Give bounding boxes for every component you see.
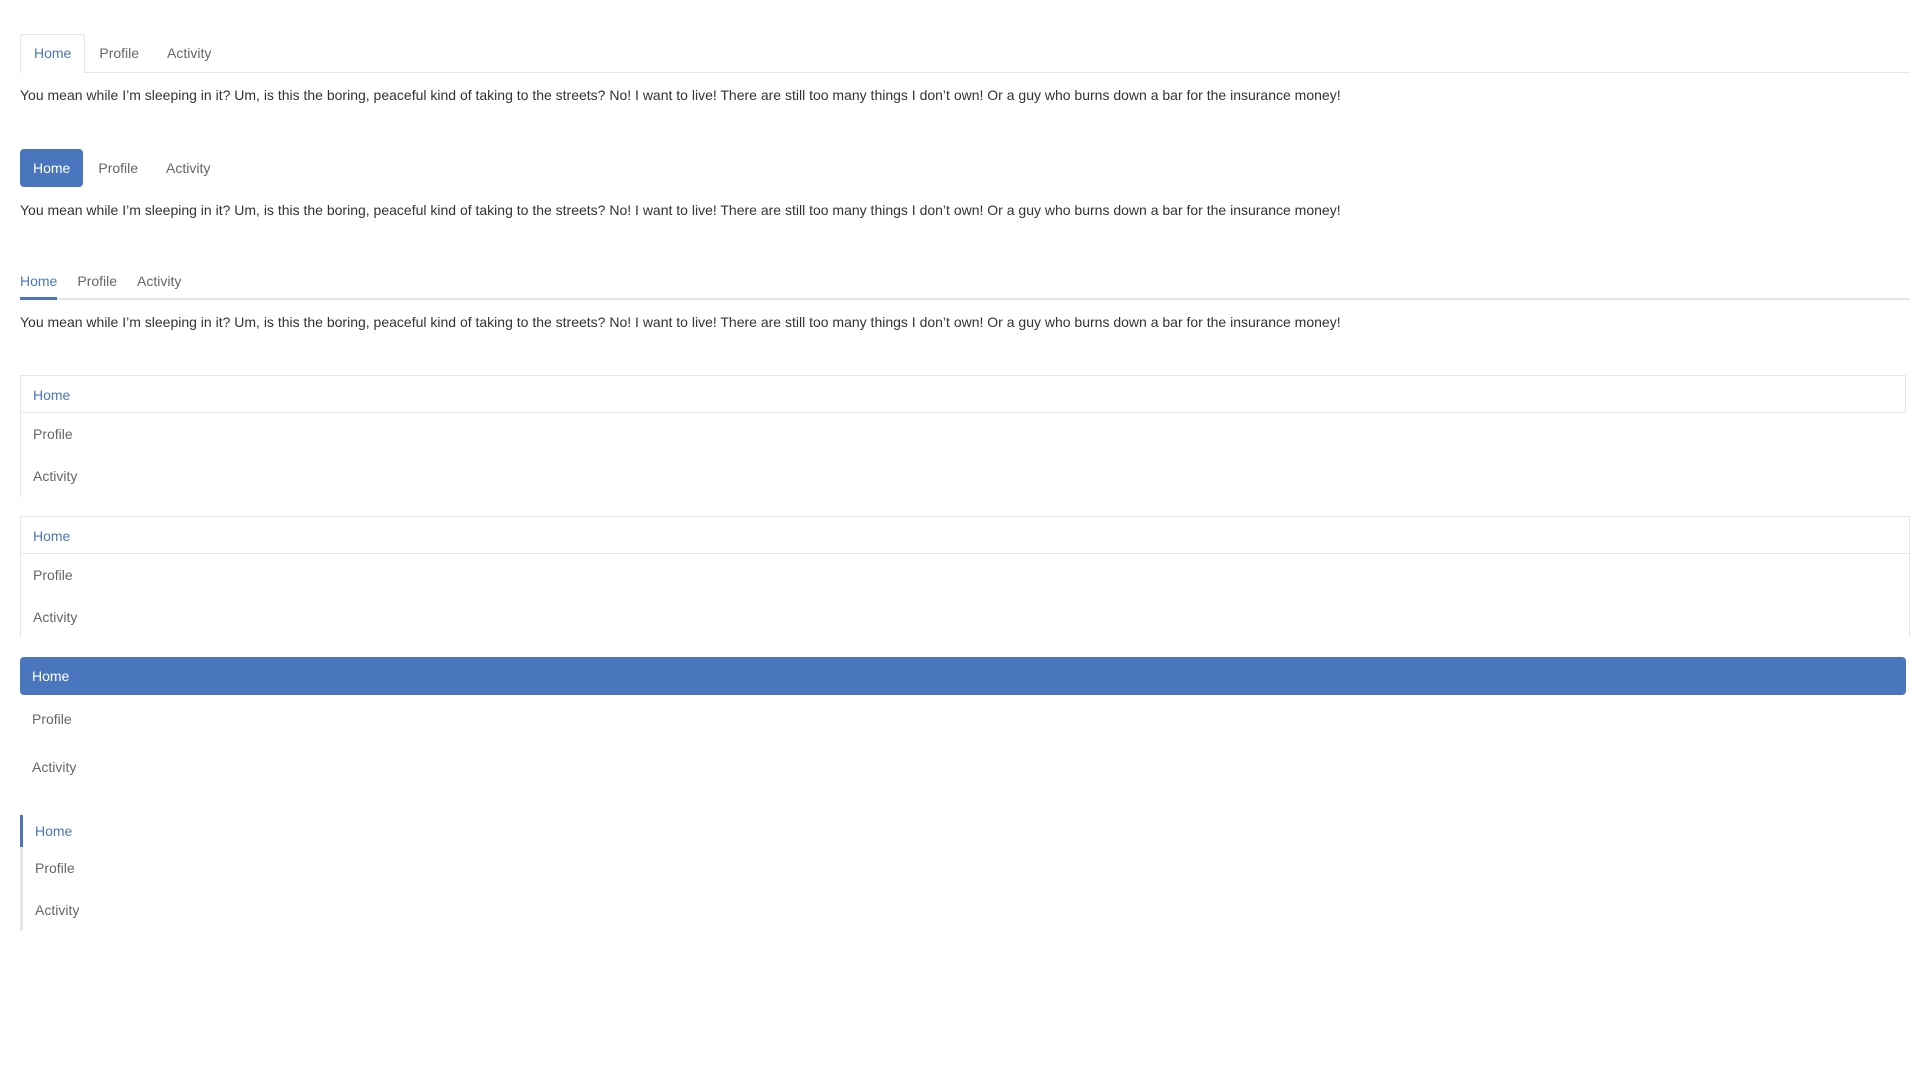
tab-home[interactable]: Home (20, 34, 86, 73)
tab-home[interactable]: Home (20, 264, 58, 300)
tab-profile[interactable]: Profile (77, 273, 118, 289)
tab-activity[interactable]: Activity (167, 45, 212, 61)
tab-profile[interactable]: Profile (20, 554, 1910, 596)
pill-tabs-panel: You mean while I’m sleeping in it? Um, i… (20, 202, 1341, 218)
tab-home[interactable]: Home (20, 657, 1906, 695)
bordered-tabs: Home Profile Activity (20, 34, 1910, 73)
tab-home[interactable]: Home (20, 375, 1906, 413)
line-tabs: Home Profile Activity (20, 264, 1910, 300)
tab-activity[interactable]: Activity (35, 902, 80, 918)
tab-activity[interactable]: Activity (20, 596, 1910, 638)
line-tabs-panel: You mean while I’m sleeping in it? Um, i… (20, 314, 1341, 330)
tab-home[interactable]: Home (20, 516, 1910, 554)
pill-tabs: Home Profile Activity (20, 149, 223, 187)
tab-profile[interactable]: Profile (32, 711, 72, 727)
vertical-bordered-tabs: Home Profile Activity (20, 375, 1910, 497)
vertical-line-tabs: Home Profile Activity (20, 815, 1913, 931)
vertical-pill-tabs: Home Profile Activity (20, 657, 1910, 791)
bordered-tabs-panel: You mean while I’m sleeping in it? Um, i… (20, 87, 1341, 103)
tab-profile[interactable]: Profile (20, 413, 1910, 455)
tab-profile[interactable]: Profile (99, 45, 140, 61)
vertical-boxed-tabs: Home Profile Activity (20, 516, 1910, 638)
tab-activity[interactable]: Activity (166, 160, 211, 176)
tab-activity[interactable]: Activity (137, 273, 182, 289)
tab-profile[interactable]: Profile (98, 160, 139, 176)
tab-activity[interactable]: Activity (32, 759, 77, 775)
tab-activity[interactable]: Activity (20, 455, 1910, 497)
tab-profile[interactable]: Profile (35, 860, 75, 876)
tab-home[interactable]: Home (20, 815, 1913, 847)
tab-home[interactable]: Home (20, 149, 84, 187)
